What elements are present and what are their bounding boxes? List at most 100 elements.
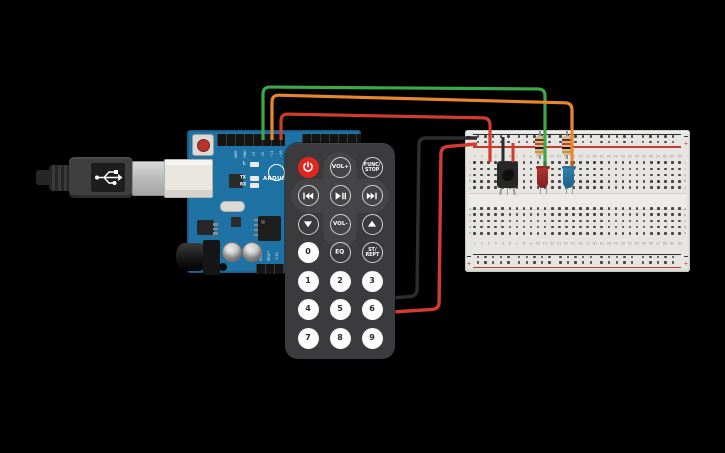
remote-button-play-pause[interactable] — [329, 185, 351, 206]
breadboard-hole[interactable] — [657, 173, 660, 177]
breadboard-hole[interactable] — [614, 161, 618, 164]
breadboard-hole[interactable] — [558, 161, 561, 164]
breadboard-hole[interactable] — [614, 232, 618, 235]
breadboard-hole[interactable] — [641, 140, 645, 144]
breadboard-hole[interactable] — [600, 255, 603, 259]
breadboard-hole[interactable] — [623, 135, 626, 138]
breadboard-hole[interactable] — [615, 255, 619, 259]
breadboard-hole[interactable] — [621, 180, 625, 183]
breadboard-hole[interactable] — [517, 140, 521, 144]
breadboard-hole[interactable] — [522, 232, 526, 235]
breadboard-hole[interactable] — [501, 213, 505, 216]
breadboard-hole[interactable] — [664, 207, 667, 210]
breadboard-hole[interactable] — [579, 167, 582, 171]
breadboard-hole[interactable] — [649, 173, 653, 177]
breadboard-hole[interactable] — [508, 213, 512, 216]
breadboard-hole[interactable] — [671, 173, 674, 177]
breadboard-hole[interactable] — [499, 135, 503, 138]
remote-button-down[interactable] — [297, 213, 319, 235]
breadboard-hole[interactable] — [649, 186, 653, 189]
breadboard-hole[interactable] — [565, 219, 568, 223]
breadboard-hole[interactable] — [642, 225, 646, 229]
breadboard-hole[interactable] — [664, 167, 667, 171]
breadboard-hole[interactable] — [630, 261, 634, 264]
breadboard-hole[interactable] — [671, 140, 675, 144]
breadboard-hole[interactable] — [586, 232, 589, 235]
breadboard-hole[interactable] — [642, 232, 646, 235]
breadboard-hole[interactable] — [649, 213, 653, 216]
breadboard-hole[interactable] — [586, 161, 589, 164]
breadboard-hole[interactable] — [593, 186, 596, 189]
breadboard-hole[interactable] — [525, 255, 529, 259]
breadboard-hole[interactable] — [476, 255, 480, 259]
breadboard-hole[interactable] — [586, 167, 589, 171]
breadboard-hole[interactable] — [572, 225, 575, 229]
breadboard-hole[interactable] — [671, 255, 675, 259]
breadboard-hole[interactable] — [522, 173, 526, 177]
breadboard-hole[interactable] — [600, 261, 603, 264]
breadboard-hole[interactable] — [473, 180, 476, 183]
breadboard-hole[interactable] — [671, 232, 674, 235]
remote-button-skip-prev[interactable] — [297, 185, 319, 206]
breadboard-hole[interactable] — [642, 180, 646, 183]
breadboard-hole[interactable] — [642, 213, 646, 216]
breadboard-hole[interactable] — [678, 213, 681, 216]
breadboard-hole[interactable] — [536, 225, 540, 229]
breadboard-hole[interactable] — [476, 261, 480, 264]
breadboard-hole[interactable] — [525, 261, 529, 264]
breadboard-hole[interactable] — [515, 213, 519, 216]
breadboard-hole[interactable] — [480, 207, 483, 210]
breadboard-hole[interactable] — [494, 167, 497, 171]
breadboard-hole[interactable] — [628, 213, 632, 216]
breadboard-hole[interactable] — [491, 261, 495, 264]
breadboard-hole[interactable] — [508, 207, 512, 210]
breadboard-hole[interactable] — [499, 255, 503, 259]
breadboard-hole[interactable] — [487, 213, 490, 216]
breadboard-hole[interactable] — [607, 173, 611, 177]
breadboard-hole[interactable] — [586, 186, 589, 189]
breadboard-hole[interactable] — [480, 180, 483, 183]
breadboard-hole[interactable] — [593, 213, 596, 216]
remote-button-num-4[interactable]: 4 — [297, 299, 319, 320]
remote-button-func-stop[interactable]: FUNC/ STOP — [361, 156, 383, 178]
breadboard-hole[interactable] — [657, 225, 660, 229]
breadboard-hole[interactable] — [558, 180, 561, 183]
breadboard-hole[interactable] — [491, 135, 495, 138]
blue-led[interactable] — [563, 167, 574, 188]
usb-cable[interactable] — [36, 170, 51, 185]
breadboard-hole[interactable] — [635, 219, 639, 223]
breadboard-hole[interactable] — [657, 186, 660, 189]
breadboard-hole[interactable] — [621, 225, 625, 229]
breadboard-hole[interactable] — [664, 135, 667, 138]
breadboard-hole[interactable] — [515, 207, 519, 210]
breadboard-hole[interactable] — [628, 180, 632, 183]
breadboard-hole[interactable] — [671, 135, 675, 138]
breadboard-hole[interactable] — [572, 213, 575, 216]
breadboard-hole[interactable] — [522, 225, 526, 229]
breadboard-hole[interactable] — [678, 225, 681, 229]
remote-button-up[interactable] — [361, 213, 383, 235]
breadboard-hole[interactable] — [671, 219, 674, 223]
breadboard-hole[interactable] — [522, 180, 526, 183]
breadboard-hole[interactable] — [635, 232, 639, 235]
breadboard-hole[interactable] — [630, 255, 634, 259]
breadboard-hole[interactable] — [614, 225, 618, 229]
breadboard-hole[interactable] — [574, 140, 577, 144]
breadboard-hole[interactable] — [473, 173, 476, 177]
remote-button-num-0[interactable]: 0 — [297, 242, 319, 263]
breadboard-hole[interactable] — [642, 186, 646, 189]
breadboard-hole[interactable] — [558, 173, 561, 177]
breadboard-hole[interactable] — [581, 255, 585, 259]
breadboard-hole[interactable] — [628, 167, 632, 171]
breadboard-hole[interactable] — [517, 135, 521, 138]
breadboard-hole[interactable] — [671, 180, 674, 183]
breadboard-hole[interactable] — [600, 213, 604, 216]
breadboard-hole[interactable] — [593, 167, 596, 171]
breadboard-hole[interactable] — [515, 219, 519, 223]
breadboard-hole[interactable] — [664, 219, 667, 223]
breadboard-hole[interactable] — [649, 140, 652, 144]
breadboard-hole[interactable] — [635, 225, 639, 229]
breadboard-hole[interactable] — [656, 255, 660, 259]
remote-button-vol-down[interactable]: VOL- — [329, 213, 351, 235]
breadboard-hole[interactable] — [480, 219, 483, 223]
